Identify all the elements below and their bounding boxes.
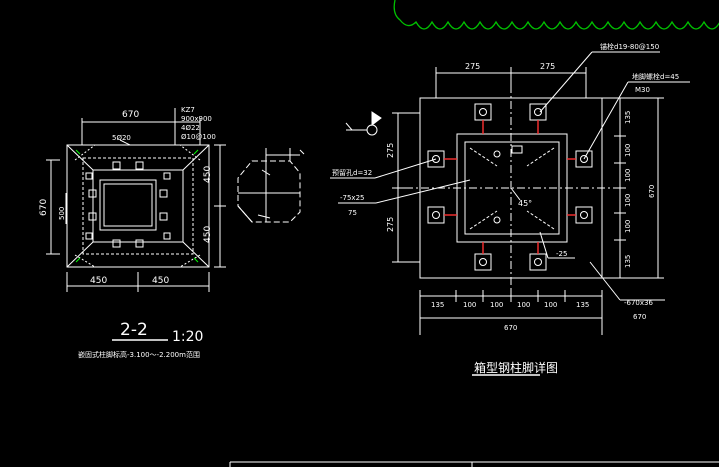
right-side-dim-3: 100 [624,169,632,182]
left-inner-dim: 500 [58,207,66,220]
bottom-dim-5: 100 [544,301,557,309]
right-left-dim-1: 275 [386,143,395,158]
bottom-dim-3: 100 [490,301,503,309]
plate-minus: -25 [556,250,567,258]
revision-cloud [393,0,719,30]
left-bottom-dim-2: 450 [152,276,169,286]
left-outer-square [66,144,210,268]
plate-note: -670x36 [624,299,653,307]
title-block-edge [229,461,719,467]
section-scale: 1:20 [172,329,203,345]
left-bottom-dim-1: 450 [90,276,107,286]
column-note-1: KZ7 [181,106,195,114]
left-column-inner [99,179,157,231]
left-column-core [103,183,153,227]
detail-title: 箱型钢柱脚详图 [474,360,558,375]
left-middle-square [82,157,194,255]
right-side-dim-1: 135 [624,111,632,124]
bottom-dim-4: 100 [517,301,530,309]
right-side-dim-5: 100 [624,220,632,233]
right-top-dim-1: 275 [465,62,480,71]
angle-note-2: 75 [348,209,357,217]
bottom-dim-2: 100 [463,301,476,309]
stiffener-ribs [444,120,576,254]
left-column-outer [92,169,184,243]
left-right-dim-1: 450 [203,166,213,183]
right-top-dim-2: 275 [540,62,555,71]
bottom-dim-1: 135 [431,301,444,309]
bottom-total: 670 [504,324,517,332]
left-top-bar-note: 5Ø20 [112,134,131,142]
elevation-note: 嵌固式柱脚标高-3.100～-2.200m范围 [78,350,200,359]
left-green-marks [75,149,199,263]
right-side-dim-4: 100 [624,194,632,207]
column-note-2: 900x900 [181,115,212,123]
hole-note: 预留孔d=32 [332,168,372,177]
left-side-dim: 670 [39,199,49,216]
left-bolt-markers [85,161,171,248]
angle-label: 45° [518,199,532,208]
bolt-grade: M30 [635,86,650,94]
plate-note-dim: 670 [633,313,646,321]
angle-note-1: -75x25 [340,194,364,202]
right-left-dim-2: 275 [386,217,395,232]
left-right-dim-2: 450 [203,226,213,243]
left-top-dim: 670 [122,110,139,120]
small-octagon-detail [237,148,305,223]
anchor-note: 锚栓d19-80@150 [600,42,659,51]
column-note-4: Ø10@100 [181,133,216,141]
right-side-total: 670 [648,185,656,198]
right-side-dim-6: 135 [624,255,632,268]
bottom-dim-6: 135 [576,301,589,309]
bolt-note: 地脚螺栓d=45 [632,72,679,81]
left-section-detail [46,108,226,341]
section-mark: 2-2 [120,320,148,340]
right-side-dim-2: 100 [624,144,632,157]
right-steel-column-base [330,51,690,376]
column-note-3: 4Ø22 [181,124,200,132]
